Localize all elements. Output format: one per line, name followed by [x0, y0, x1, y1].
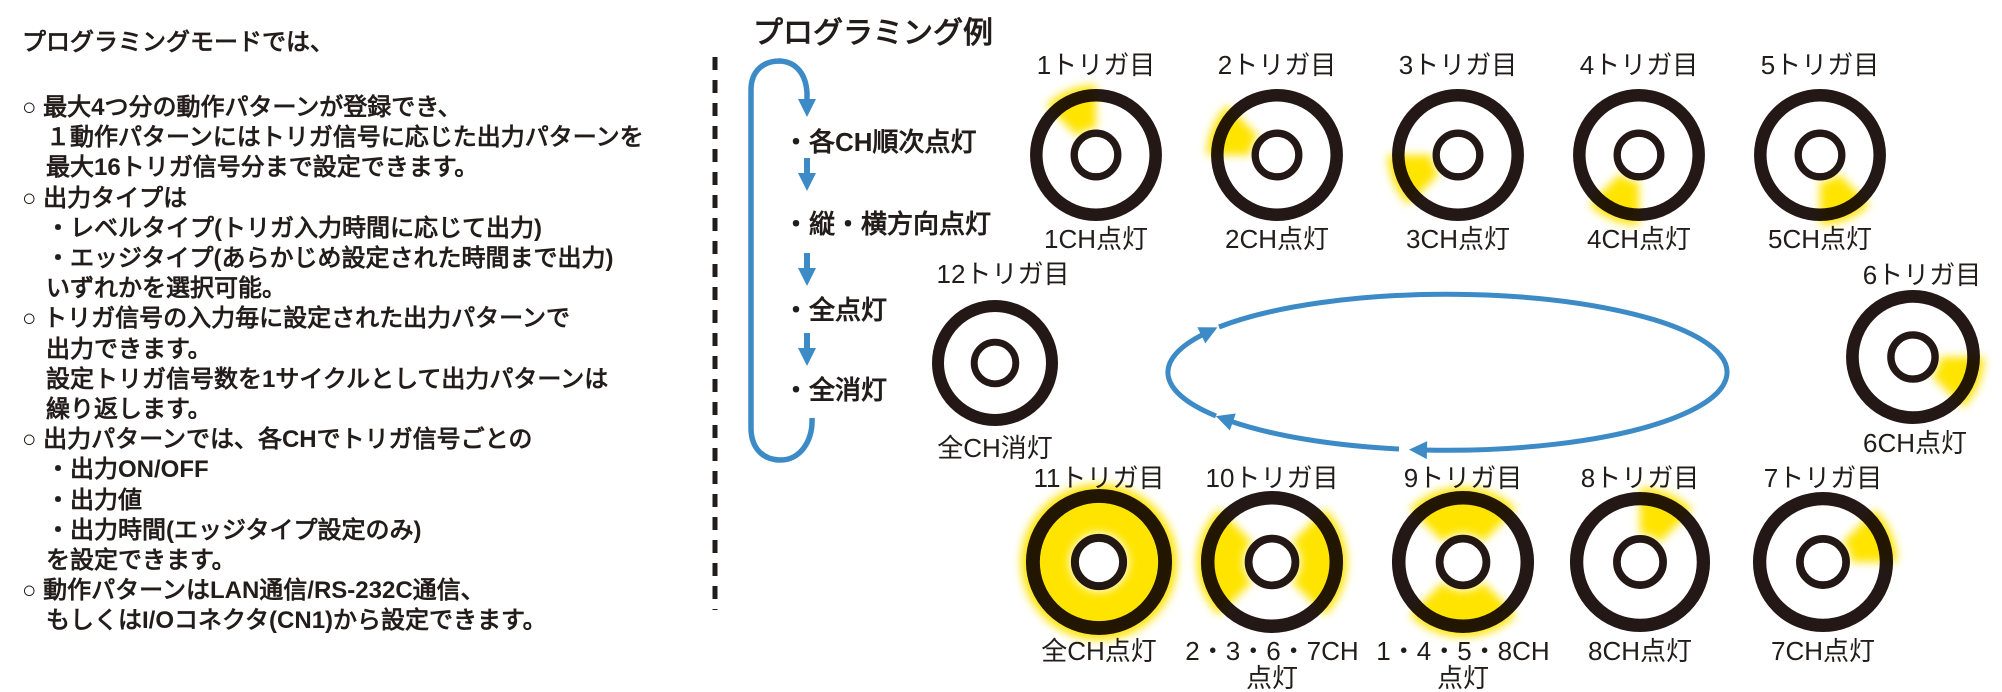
ring-hole — [1794, 129, 1846, 181]
left-text-line: 繰り返します。 — [22, 396, 212, 424]
lit-wedge — [1640, 488, 1693, 543]
trigger-label-9: 9トリガ目 — [1403, 463, 1523, 493]
left-text-line: ○ 出力パターンでは、各CHでトリガ信号ごとの — [22, 426, 533, 454]
ring-trigger-3 — [1388, 89, 1524, 221]
state-label-12: 全CH消灯 — [937, 433, 1053, 463]
trigger-label-3: 3トリガ目 — [1398, 50, 1518, 80]
lit-wedge — [1207, 105, 1259, 155]
flow-item-all-off: ・全消灯 — [783, 375, 888, 405]
ring-trigger-8 — [1569, 488, 1711, 633]
state-label-6: 6CH点灯 — [1862, 428, 1967, 458]
state-label-9: 1・4・5・8CH 点灯 — [1376, 636, 1550, 692]
cycle-arc — [1218, 291, 1730, 460]
trigger-label-1: 1トリガ目 — [1036, 50, 1156, 80]
left-text-line: を設定できます。 — [22, 547, 236, 575]
left-text-line: 最大16トリガ信号分まで設定できます。 — [22, 154, 479, 182]
trigger-label-6: 6トリガ目 — [1862, 260, 1982, 290]
ring-trigger-4 — [1573, 89, 1705, 225]
left-text-line: ○ トリガ信号の入力毎に設定された出力パターンで — [22, 305, 570, 333]
state-label-5: 5CH点灯 — [1767, 224, 1872, 254]
left-text-line: ○ 出力タイプは — [22, 184, 188, 212]
state-label-10: 2・3・6・7CH 点灯 — [1185, 636, 1359, 692]
left-text-line: ・レベルタイプ(トリガ入力時間に応じて出力) — [22, 214, 542, 242]
ring-hole — [1435, 534, 1491, 590]
lit-wedge — [1388, 155, 1440, 205]
left-text-line: 出力できます。 — [22, 335, 212, 363]
lit-wedge — [1197, 509, 1252, 615]
state-label-4: 4CH点灯 — [1586, 224, 1691, 254]
trigger-label-5: 5トリガ目 — [1760, 50, 1880, 80]
state-label-3: 3CH点灯 — [1405, 224, 1510, 254]
trigger-label-10: 10トリガ目 — [1205, 463, 1339, 493]
trigger-label-2: 2トリガ目 — [1217, 50, 1337, 80]
ring-hole — [1251, 129, 1303, 181]
trigger-label-7: 7トリガ目 — [1763, 463, 1883, 493]
lit-wedge — [1021, 484, 1177, 640]
trigger-label-12: 12トリガ目 — [936, 259, 1070, 289]
state-label-11: 全CH点灯 — [1041, 636, 1157, 666]
flow-item-sequential: ・各CH順次点灯 — [783, 127, 977, 157]
lit-wedge — [1589, 173, 1639, 225]
ring-trigger-10 — [1197, 490, 1347, 634]
trigger-label-11: 11トリガ目 — [1033, 463, 1165, 493]
ring-hole — [1432, 129, 1484, 181]
left-heading: プログラミングモードでは、 — [22, 29, 334, 56]
left-text-line: ○ 最大4つ分の動作パターンが登録でき、 — [22, 94, 462, 121]
lit-wedge — [1410, 487, 1516, 542]
rings-layer — [932, 84, 1984, 640]
ring-hole — [1070, 129, 1122, 181]
state-label-8: 8CH点灯 — [1587, 636, 1692, 666]
left-text-line: 設定トリガ信号数を1サイクルとして出力パターンは — [22, 365, 609, 393]
ring-hole — [1613, 129, 1665, 181]
ring-hole — [1613, 535, 1667, 589]
left-lines: ○ 最大4つ分の動作パターンが登録でき、 １動作パターンにはトリガ信号に応じた出… — [22, 93, 702, 637]
left-text-line: もしくはI/Oコネクタ(CN1)から設定できます。 — [22, 607, 547, 635]
lit-wedge — [1820, 173, 1870, 225]
example-title: プログラミング例 — [753, 17, 993, 50]
trigger-label-8: 8トリガ目 — [1580, 463, 1700, 493]
trigger-label-4: 4トリガ目 — [1579, 50, 1699, 80]
ring-trigger-12 — [932, 300, 1058, 426]
left-text-line: ○ 動作パターンはLAN通信/RS-232C通信、 — [22, 577, 485, 605]
cycle-arc — [1215, 413, 1400, 452]
ring-hole — [1244, 534, 1300, 590]
state-label-2: 2CH点灯 — [1224, 224, 1329, 254]
left-text-line: １動作パターンにはトリガ信号に応じた出力パターンを — [22, 124, 644, 152]
ring-trigger-5 — [1754, 89, 1886, 225]
state-label-7: 7CH点灯 — [1770, 636, 1875, 666]
ring-hole — [1070, 533, 1128, 591]
lit-wedge — [1292, 509, 1347, 615]
ring-trigger-1 — [1030, 84, 1162, 221]
left-text-line: ・出力時間(エッジタイプ設定のみ) — [22, 516, 422, 544]
lit-wedge — [1046, 84, 1096, 137]
flow-item-all-on: ・全点灯 — [783, 295, 888, 325]
ring-trigger-11 — [1021, 484, 1177, 640]
ring-trigger-9 — [1391, 487, 1535, 637]
lit-wedge — [1932, 357, 1984, 408]
left-text-line: ・出力ON/OFF — [22, 456, 209, 484]
repeat-loop-arrow — [748, 58, 816, 463]
ring-trigger-2 — [1207, 89, 1343, 221]
state-label-1: 1CH点灯 — [1043, 224, 1148, 254]
left-text-line: ・エッジタイプ(あらかじめ設定された時間まで出力) — [22, 245, 614, 273]
left-text-line: ・出力値 — [22, 486, 142, 514]
lit-wedge — [1842, 509, 1897, 562]
ring-hole — [970, 338, 1020, 388]
cycle-arc — [1165, 327, 1218, 419]
ring-trigger-6 — [1846, 290, 1984, 424]
ring-trigger-7 — [1752, 491, 1897, 633]
cycle-ellipse-arrow — [1165, 291, 1730, 460]
lit-wedge — [1410, 582, 1516, 637]
ring-hole — [1796, 535, 1850, 589]
left-text-block: プログラミングモードでは、 ○ 最大4つ分の動作パターンが登録でき、 １動作パタ… — [22, 28, 702, 637]
left-text-line: いずれかを選択可能。 — [22, 275, 286, 303]
ring-hole — [1887, 331, 1939, 383]
flow-item-vertical-horizontal: ・縦・横方向点灯 — [783, 209, 992, 239]
